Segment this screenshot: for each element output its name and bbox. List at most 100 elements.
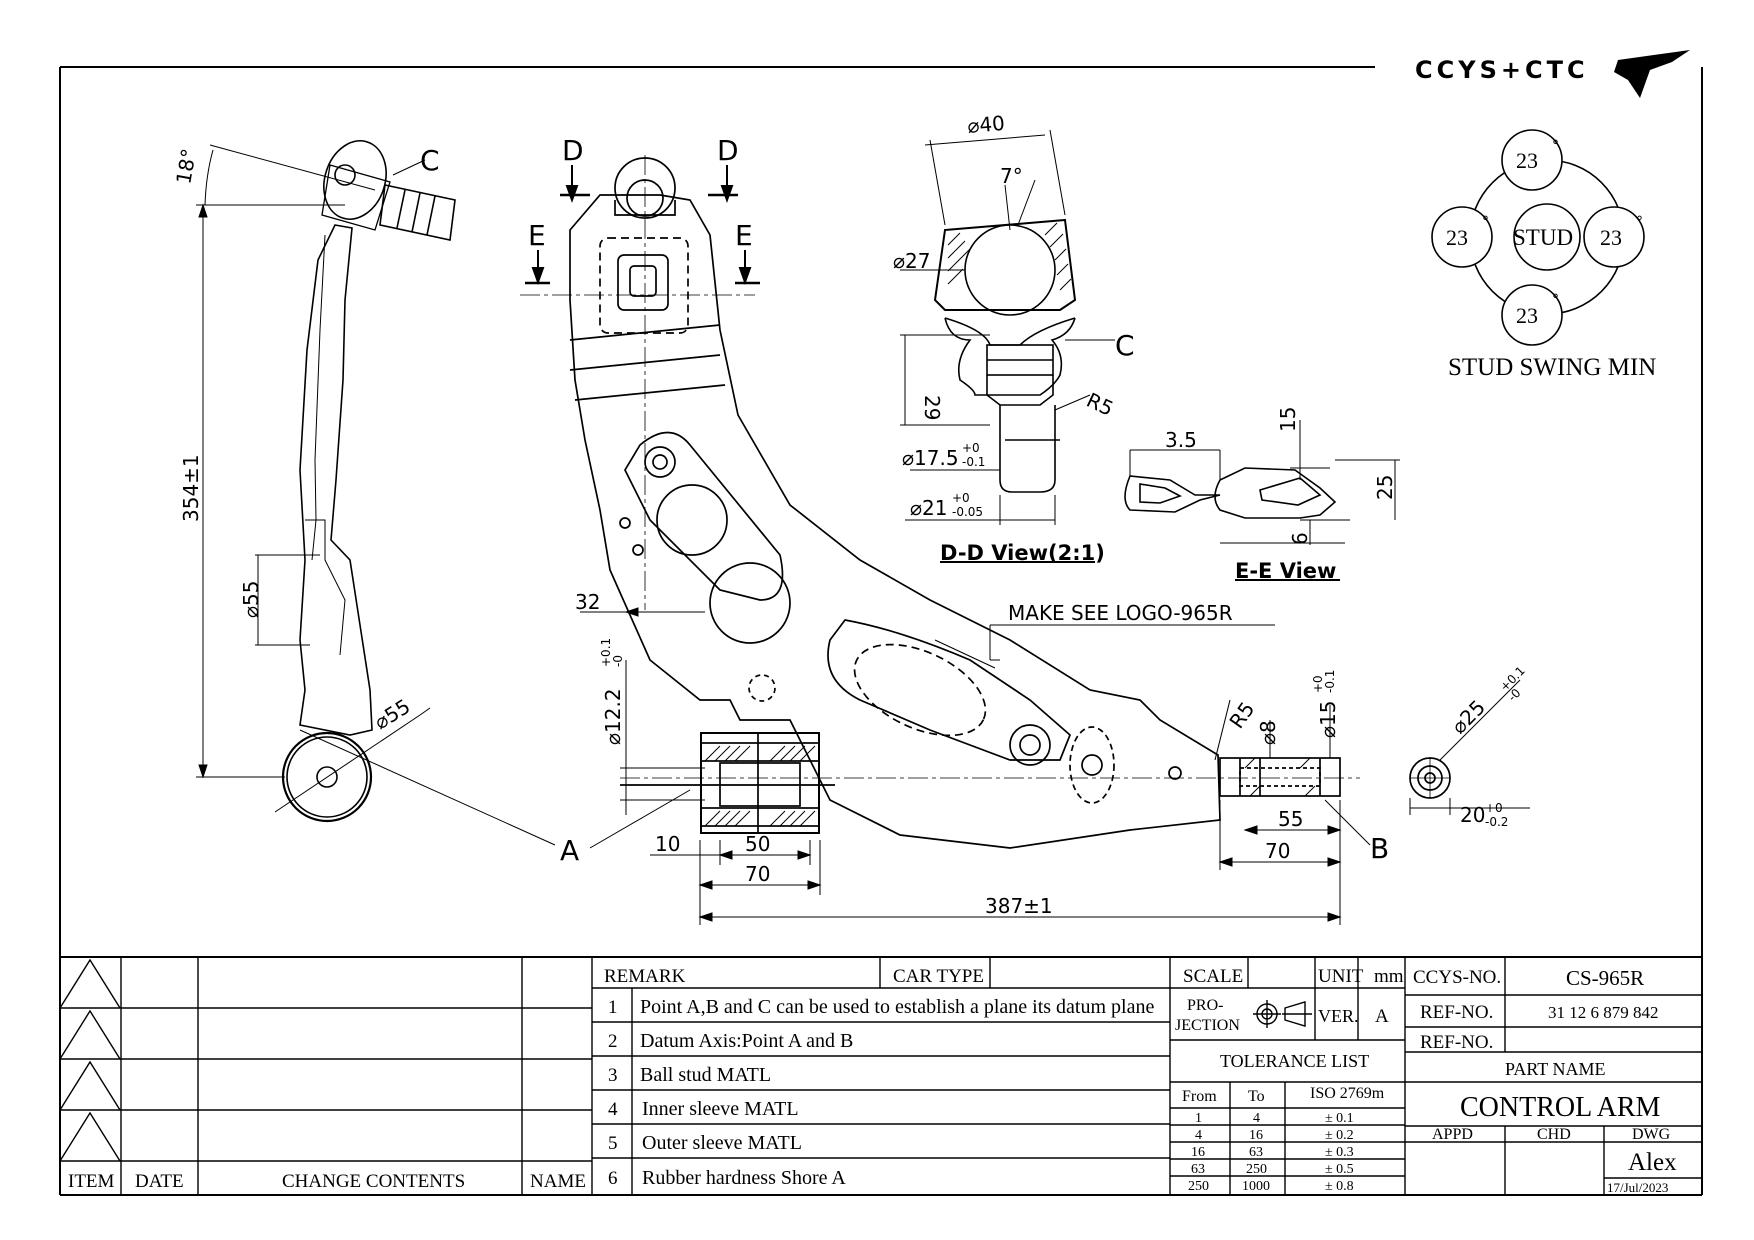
tol-to-4: 250 <box>1246 1162 1267 1177</box>
unit-label: UNIT <box>1318 966 1364 987</box>
dd-dia17: ⌀17.5 <box>902 446 959 470</box>
scale-label: SCALE <box>1183 966 1243 987</box>
dd-dia40: ⌀40 <box>966 111 1005 138</box>
car-type-label: CAR TYPE <box>893 966 984 987</box>
stud-swing-caption: STUD SWING MIN <box>1448 354 1656 381</box>
swing-angle-left: 23 <box>1446 225 1468 250</box>
tol-val-1: ± 0.1 <box>1325 1111 1354 1126</box>
dd-view-geometry <box>933 218 1077 493</box>
tol-header-iso: ISO 2769m <box>1310 1085 1385 1102</box>
dim-20-tol-dn: -0.2 <box>1485 815 1508 829</box>
main-view-geometry <box>520 155 1451 849</box>
swing-center-label: STUD <box>1513 225 1573 250</box>
dim-10: 10 <box>655 832 680 856</box>
swing-angle-top: 23 <box>1516 148 1538 173</box>
remark-num-1: 1 <box>608 997 618 1018</box>
projection-symbol-icon <box>1253 1000 1312 1028</box>
remark-text-4: Inner sleeve MATL <box>642 1098 799 1120</box>
tol-header-from: From <box>1182 1088 1217 1105</box>
remark-num-4: 4 <box>608 1099 618 1120</box>
part-name-label: PART NAME <box>1505 1059 1605 1079</box>
ee-d25: 25 <box>1373 475 1397 500</box>
side-height-dim: 354±1 <box>179 454 203 522</box>
tol-to-5: 1000 <box>1242 1179 1270 1194</box>
section-e-right: E <box>735 219 753 252</box>
dd-view-dimensions <box>900 129 1115 563</box>
tol-from-5: 250 <box>1188 1179 1209 1194</box>
dim-dia15: ⌀15 <box>1316 701 1340 739</box>
ee-d15: 15 <box>1276 407 1300 432</box>
swing-angle-bottom: 23 <box>1516 303 1538 328</box>
unit-value: mm <box>1374 966 1404 987</box>
ref-no-label-2: REF-NO. <box>1420 1032 1493 1053</box>
dim-dia122: ⌀12.2 <box>601 688 625 745</box>
point-a: A <box>560 834 579 867</box>
drawer-name: Alex <box>1628 1149 1677 1176</box>
remark-text-6: Rubber hardness Shore A <box>642 1167 846 1189</box>
tol-val-4: ± 0.5 <box>1325 1162 1354 1177</box>
tol-from-4: 63 <box>1191 1162 1205 1177</box>
rev-header-date: DATE <box>135 1171 184 1192</box>
remark-text-1: Point A,B and C can be used to establish… <box>640 996 1154 1018</box>
ref-no-value-1: 31 12 6 879 842 <box>1548 1003 1659 1022</box>
main-bushing-hatching <box>704 745 1316 827</box>
tol-header-to: To <box>1248 1088 1265 1105</box>
logo-text: CCYS+CTC <box>1415 56 1589 84</box>
tol-val-3: ± 0.3 <box>1325 1145 1354 1160</box>
side-view-dimensions <box>196 144 556 846</box>
tol-from-2: 4 <box>1195 1128 1202 1143</box>
dd-dia27: ⌀27 <box>893 249 931 273</box>
dd-view-title: D-D View(2:1) <box>940 541 1105 565</box>
logo-mark-icon <box>1614 50 1690 98</box>
tol-to-3: 63 <box>1249 1145 1263 1160</box>
dim-50: 50 <box>745 832 770 856</box>
appd-label: APPD <box>1432 1126 1473 1143</box>
tol-from-3: 16 <box>1191 1145 1205 1160</box>
section-markers <box>525 165 760 285</box>
ref-no-label-1: REF-NO. <box>1420 1002 1493 1023</box>
projection-label-1: PRO- <box>1187 997 1223 1014</box>
degree-mark-top: ° <box>1552 138 1559 154</box>
dim-dia15-tol-dn: -0.1 <box>1323 670 1337 693</box>
ee-d35: 3.5 <box>1165 428 1197 452</box>
dd-dia21: ⌀21 <box>910 496 948 520</box>
stud-swing-diagram <box>1431 129 1645 346</box>
ver-value: A <box>1375 1006 1389 1027</box>
tol-val-2: ± 0.2 <box>1325 1128 1354 1143</box>
part-name-value: CONTROL ARM <box>1460 1092 1661 1123</box>
dim-20: 20 <box>1460 803 1485 827</box>
side-view-geometry <box>281 140 456 823</box>
remark-label: REMARK <box>604 966 686 987</box>
dim-55: 55 <box>1278 807 1303 831</box>
tolerance-title: TOLERANCE LIST <box>1220 1051 1369 1071</box>
rev-header-item: ITEM <box>68 1171 115 1192</box>
ccys-no-value: CS-965R <box>1566 966 1644 990</box>
degree-mark-bottom: ° <box>1552 292 1559 308</box>
dd-dia21-tol-dn: -0.05 <box>952 505 983 519</box>
sheet-frame <box>59 66 1703 1196</box>
tol-to-2: 16 <box>1249 1128 1263 1143</box>
dim-70a: 70 <box>745 862 770 886</box>
dd-point-c: C <box>1115 329 1135 362</box>
ee-d6: 6 <box>1288 532 1312 545</box>
side-dia-upper: ⌀55 <box>239 581 263 619</box>
dd-angle7: 7° <box>1000 164 1023 188</box>
remark-num-3: 3 <box>608 1065 618 1086</box>
point-b: B <box>1370 832 1389 865</box>
degree-mark-left: ° <box>1482 214 1489 230</box>
projection-label-2: JECTION <box>1175 1017 1240 1034</box>
dim-dia8: ⌀8 <box>1256 720 1280 745</box>
tol-val-5: ± 0.8 <box>1325 1179 1354 1194</box>
company-logo: CCYS+CTC <box>1415 50 1690 98</box>
tol-to-1: 4 <box>1253 1111 1260 1126</box>
dwg-label: DWG <box>1632 1126 1671 1143</box>
table-grid <box>59 957 1702 1195</box>
ver-label: VER. <box>1318 1006 1359 1026</box>
side-point-c: C <box>420 144 440 177</box>
tol-from-1: 1 <box>1195 1111 1202 1126</box>
ccys-no-label: CCYS-NO. <box>1413 967 1501 988</box>
dd-dia17-tol-dn: -0.1 <box>962 455 985 469</box>
main-view-dimensions <box>580 607 1530 925</box>
chd-label: CHD <box>1537 1126 1571 1143</box>
